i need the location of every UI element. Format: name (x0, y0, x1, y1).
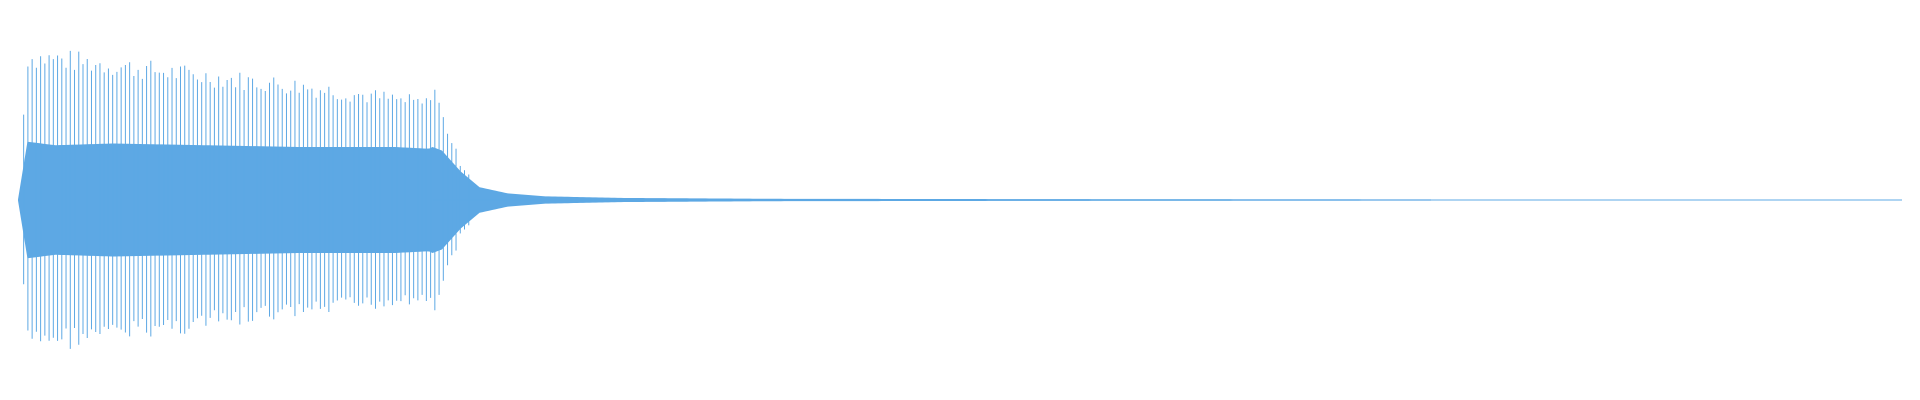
waveform-series (18, 50, 1902, 349)
